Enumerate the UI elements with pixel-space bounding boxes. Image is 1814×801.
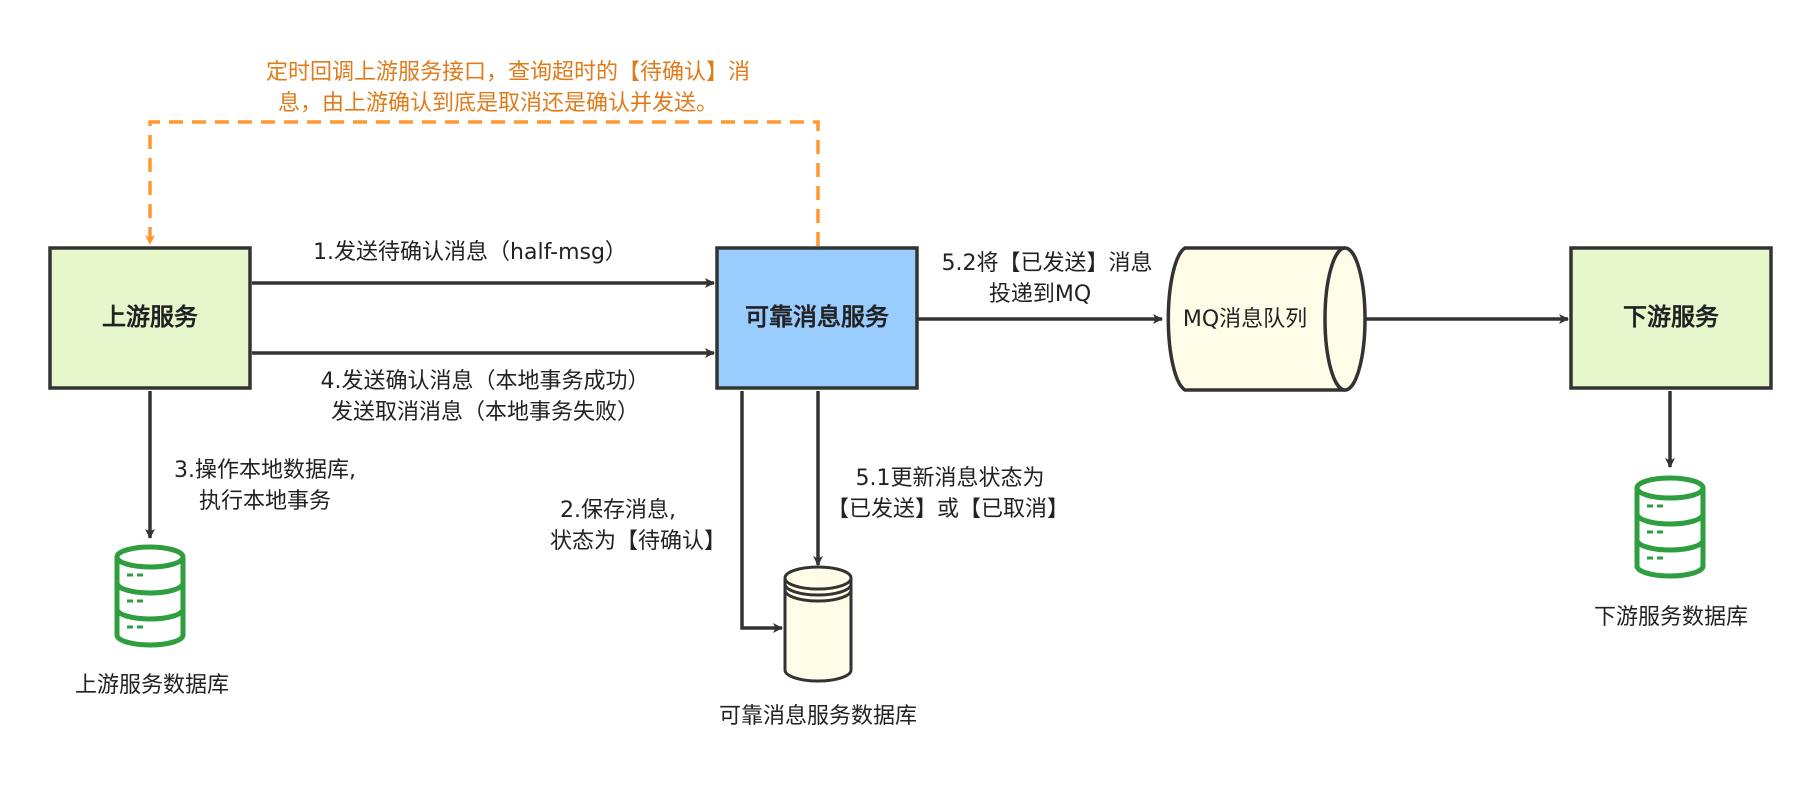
mq-queue-label: MQ消息队列 xyxy=(1183,307,1307,332)
downstream-service-label: 下游服务 xyxy=(1623,303,1720,331)
edge-confirm-label-line1: 4.发送确认消息（本地事务成功） xyxy=(321,369,650,394)
downstream-service-node: 下游服务 xyxy=(1569,246,1773,390)
edge-callback-arrow xyxy=(145,120,820,246)
upstream-service-label: 上游服务 xyxy=(102,303,199,331)
edge-local-db-label-line2: 执行本地事务 xyxy=(199,489,331,514)
reliable-message-service-label: 可靠消息服务 xyxy=(745,303,890,331)
upstream-db-label: 上游服务数据库 xyxy=(75,673,229,698)
reliable-db-cylinder-icon xyxy=(783,565,853,683)
edge-update-status-label-line1: 5.1更新消息状态为 xyxy=(856,466,1045,491)
edge-save-msg-label-line1: 2.保存消息, xyxy=(560,498,676,523)
edge-save-msg-arrow xyxy=(740,391,783,633)
downstream-db-icon xyxy=(1634,475,1706,579)
edge-deliver-mq-label-line2: 投递到MQ xyxy=(989,282,1091,307)
edge-save-msg-label-line2: 状态为【待确认】 xyxy=(550,529,726,554)
reliable-db-label: 可靠消息服务数据库 xyxy=(719,704,917,729)
edge-half-msg-label: 1.发送待确认消息（half-msg） xyxy=(313,240,627,265)
edge-local-db-label-line1: 3.操作本地数据库, xyxy=(174,458,356,483)
downstream-db-label: 下游服务数据库 xyxy=(1594,605,1748,630)
upstream-service-node: 上游服务 xyxy=(48,246,252,390)
edge-update-status-label-line2: 【已发送】或【已取消】 xyxy=(827,497,1069,522)
reliable-message-service-node: 可靠消息服务 xyxy=(715,246,919,390)
edge-callback-label-line1: 定时回调上游服务接口，查询超时的【待确认】消 xyxy=(266,60,750,85)
edge-deliver-mq-label-line1: 5.2将【已发送】消息 xyxy=(942,251,1153,276)
upstream-db-icon xyxy=(114,544,186,648)
mq-queue-node: MQ消息队列 xyxy=(1166,246,1367,392)
edge-confirm-label-line2: 发送取消消息（本地事务失败） xyxy=(331,400,639,425)
edge-callback-label-line2: 息，由上游确认到底是取消还是确认并发送。 xyxy=(278,91,718,116)
